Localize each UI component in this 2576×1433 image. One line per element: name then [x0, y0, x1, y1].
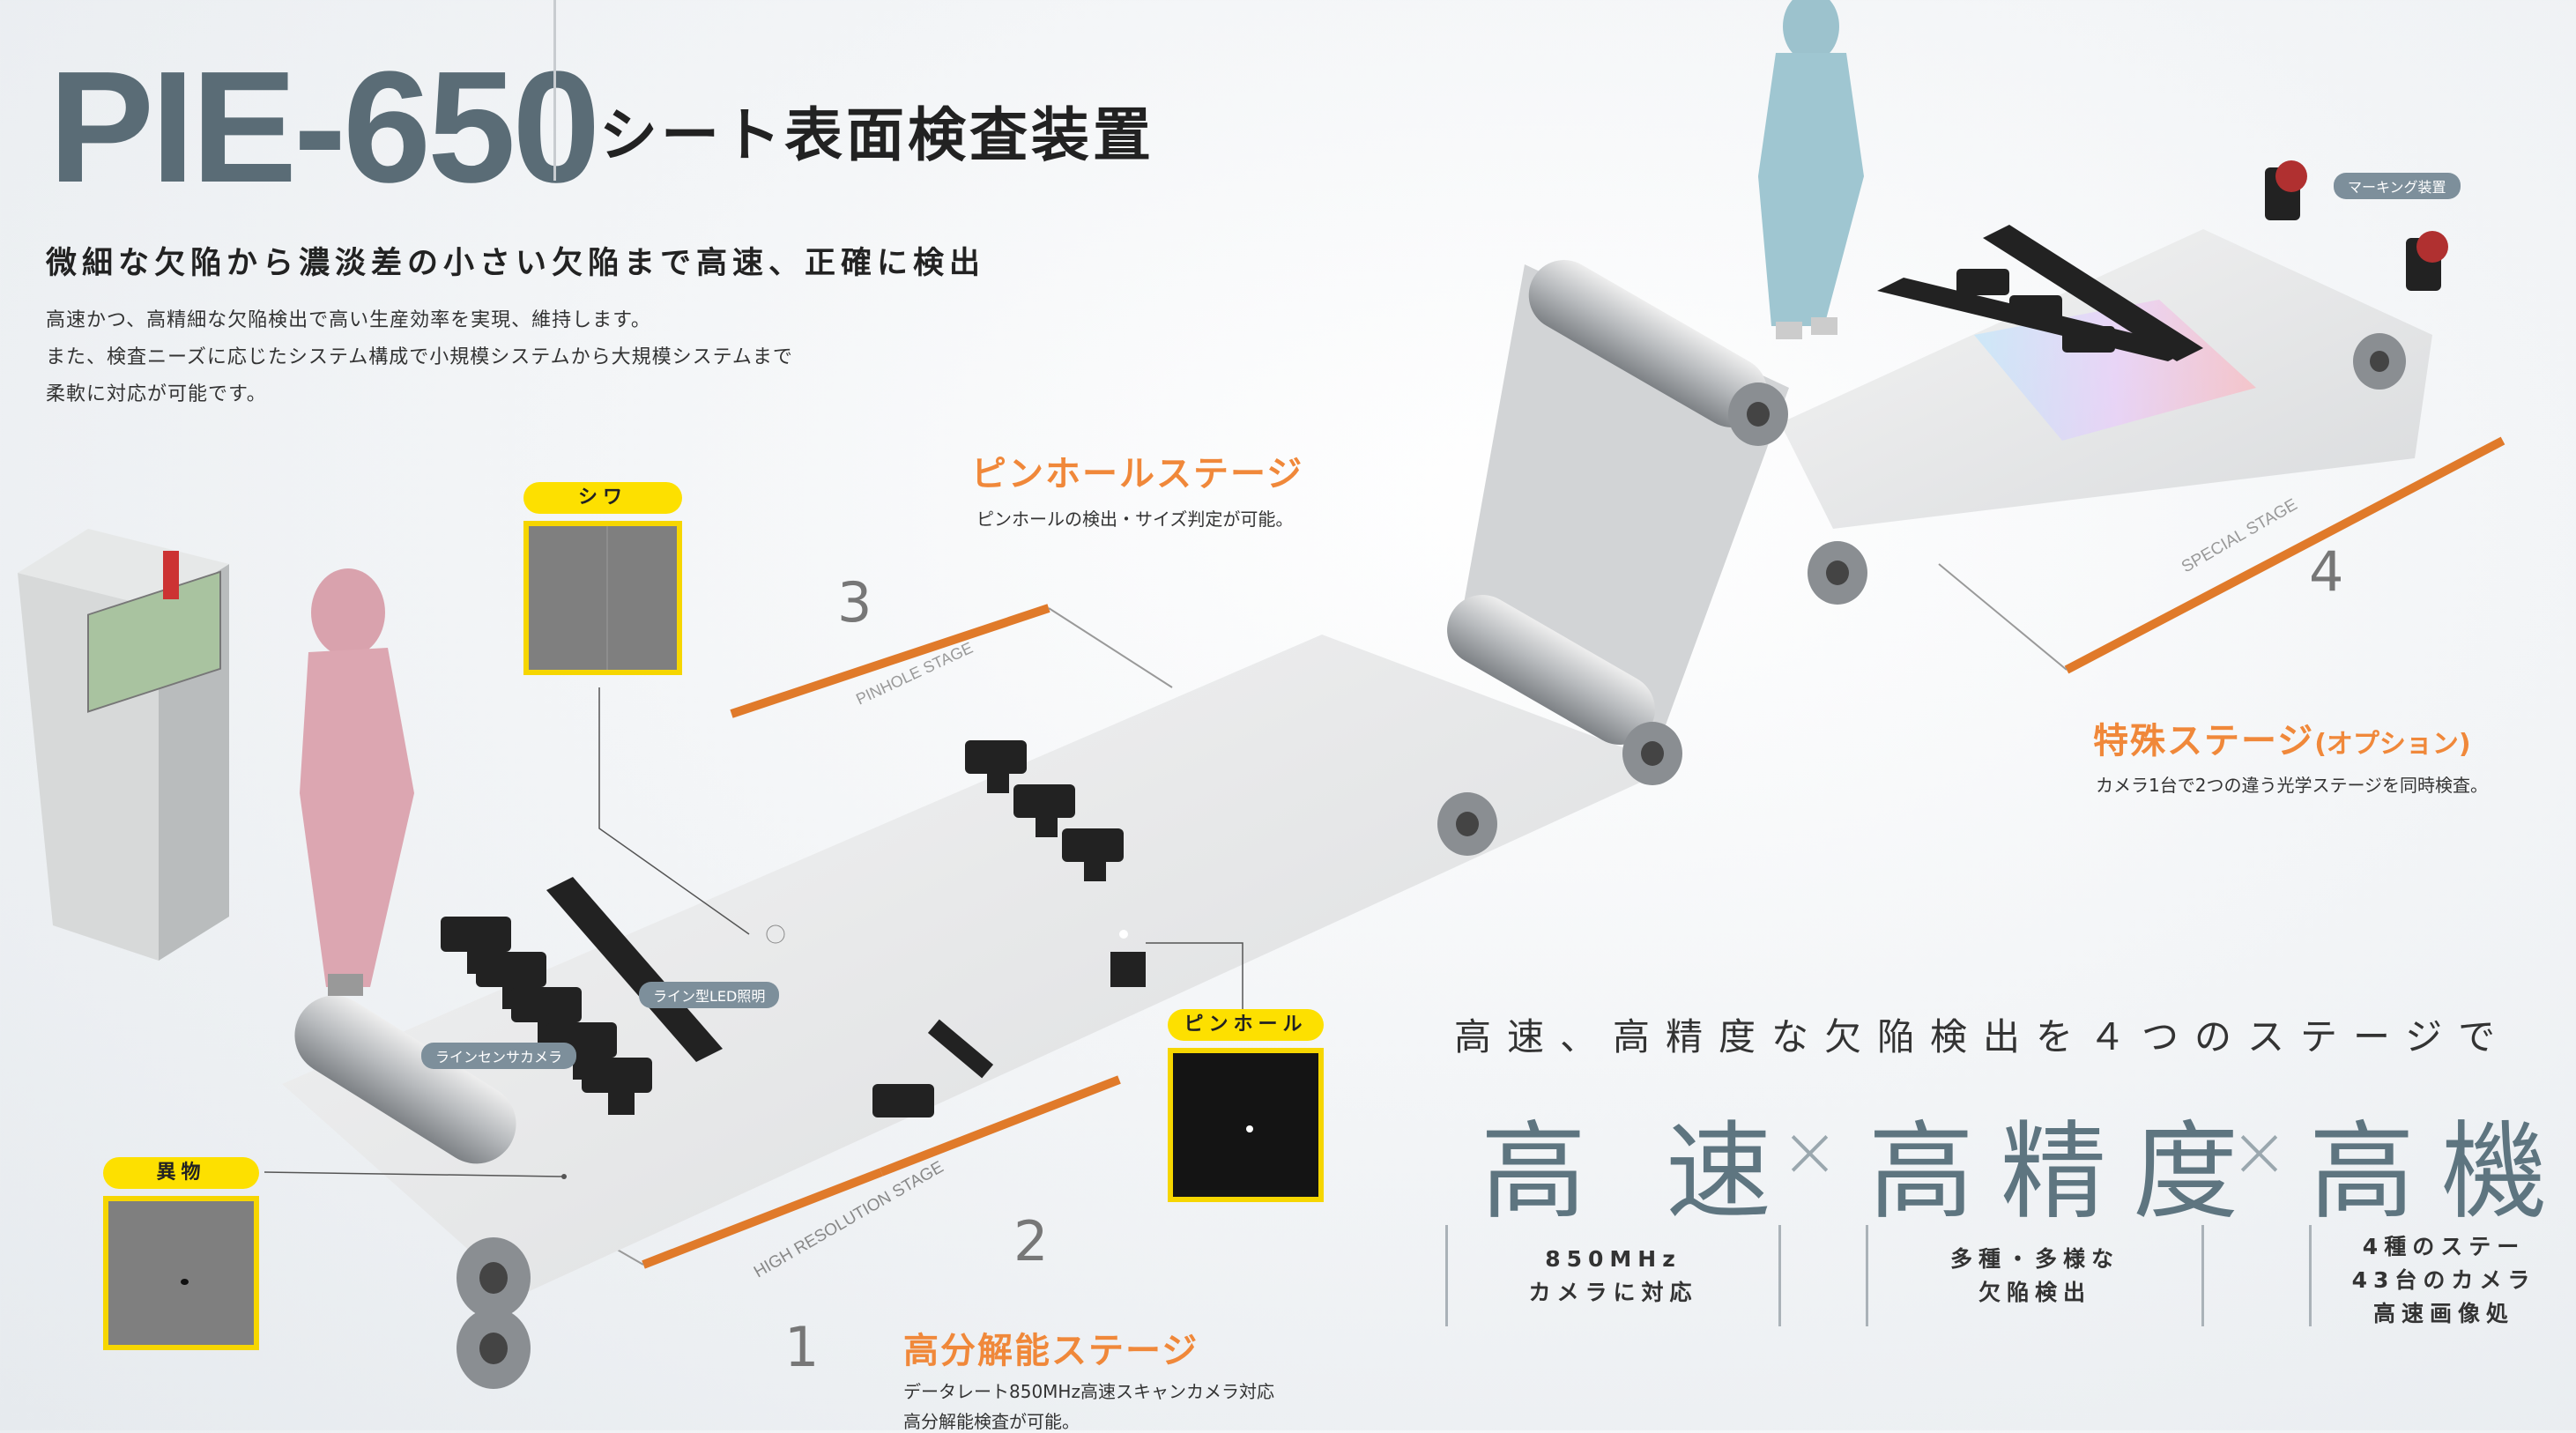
slogan-function: 高機 — [2309, 1114, 2573, 1231]
feature-stages-line-1: 4種のステー — [2362, 1234, 2526, 1259]
operator-blue — [1758, 0, 1864, 339]
floor-label-special: SPECIAL STAGE — [2179, 495, 2301, 576]
feature-defects: 多種・多様な 欠陥検出 — [1866, 1225, 2204, 1326]
sample-foreign-matter: 異物 — [103, 1157, 259, 1350]
led-light-label: ライン型LED照明 — [639, 982, 780, 1008]
stage-number-4: 4 — [2309, 539, 2343, 604]
pinhole-tag: ピンホール — [1168, 1009, 1324, 1041]
feature-defects-line-2: 欠陥検出 — [1978, 1280, 2091, 1305]
production-line-illustration: PINHOLE STAGE HIGH RESOLUTION STAGE SPEC… — [18, 0, 2505, 1389]
intro-line-3: 柔軟に対応が可能です。 — [46, 383, 267, 405]
pinhole-stage-desc: ピンホールの検出・サイズ判定が可能。 — [976, 509, 1294, 530]
sample-pinhole: ピンホール — [1168, 1009, 1324, 1202]
tagline: 微細な欠陥から濃淡差の小さい欠陥まで高速、正確に検出 — [46, 246, 986, 281]
times-sign-1: × — [1780, 1110, 1840, 1192]
stage-number-1: 1 — [784, 1315, 819, 1379]
line-camera-label: ラインセンサカメラ — [421, 1043, 577, 1069]
high-res-stage-desc-2: 高分解能検査が可能。 — [903, 1411, 1080, 1432]
rollers — [294, 260, 2406, 1389]
special-stage-heading: 特殊ステージ(オプション) — [2093, 712, 2471, 763]
pinhole-sample-image — [1168, 1048, 1324, 1202]
stage-number-3: 3 — [837, 570, 872, 635]
slogan-precision: 高精度 — [1868, 1114, 2265, 1231]
sheet-web-lower — [282, 635, 1674, 1296]
marking-device-label: マーキング装置 — [2334, 173, 2461, 199]
feature-camera: 850MHz カメラに対応 — [1445, 1225, 1781, 1326]
title-divider — [553, 0, 556, 181]
special-stage-title: 特殊ステージ — [2093, 721, 2315, 761]
inspection-hardware — [441, 160, 2448, 1117]
headline: 高速、高精度な欠陥検出を４つのステージで — [1454, 1015, 2512, 1058]
operator-pink — [300, 568, 414, 996]
special-stage-desc: カメラ1台で2つの違う光学ステージを同時検査。 — [2096, 775, 2489, 796]
sample-wrinkle: シワ — [523, 482, 682, 675]
intro-line-1: 高速かつ、高精細な欠陥検出で高い生産効率を実現、維持します。 — [46, 309, 651, 331]
light-band — [1974, 300, 2256, 441]
floor-label-high-res: HIGH RESOLUTION STAGE — [751, 1158, 947, 1281]
feature-stages-line-2: 43台のカメラ — [2351, 1267, 2536, 1293]
feature-camera-line-1: 850MHz — [1545, 1246, 1681, 1272]
wrinkle-tag: シワ — [523, 482, 682, 514]
wrinkle-sample-image — [523, 521, 682, 675]
high-res-stage-title: 高分解能ステージ — [903, 1331, 1199, 1371]
feature-stages: 4種のステー 43台のカメラ 高速画像処 — [2309, 1225, 2576, 1326]
feature-stages-line-3: 高速画像処 — [2372, 1301, 2514, 1326]
foreign-matter-tag: 異物 — [103, 1157, 259, 1189]
slogan-speed: 高 速 — [1481, 1114, 1798, 1231]
intro-line-2: また、検査ニーズに応じたシステム構成で小規模システムから大規模システムまで — [46, 346, 793, 368]
high-res-stage-desc-1: データレート850MHz高速スキャンカメラ対応 — [903, 1381, 1274, 1402]
model-number: PIE-650 — [48, 39, 600, 216]
foreign-matter-sample-image — [103, 1196, 259, 1350]
product-title: シート表面検査装置 — [599, 101, 1154, 169]
feature-defects-line-1: 多種・多様な — [1949, 1246, 2119, 1272]
feature-camera-line-2: カメラに対応 — [1528, 1280, 1698, 1305]
control-cabinet — [18, 529, 229, 961]
times-sign-2: × — [2230, 1110, 2290, 1192]
pinhole-stage-title: ピンホールステージ — [971, 454, 1304, 494]
stage-number-2: 2 — [1013, 1209, 1048, 1273]
special-stage-suffix: (オプション) — [2314, 729, 2471, 760]
leader-lines — [264, 687, 1243, 1177]
